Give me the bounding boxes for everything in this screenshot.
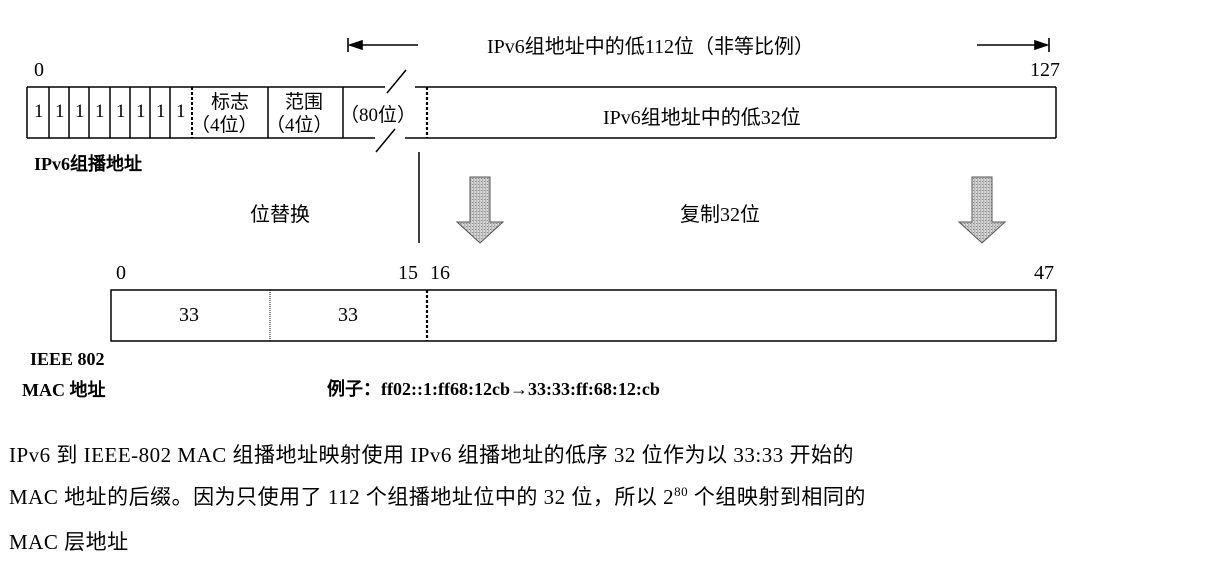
ipv6-low32-label: IPv6组地址中的低32位 [603,107,801,129]
caption-line-2-end: 个组映射到相同的 [688,485,866,509]
scope-field-size: （4位） [266,115,333,136]
caption-line-2: MAC 地址的后缀。因为只使用了 112 个组播地址位中的 32 位，所以 28… [9,481,866,511]
top-range-label: IPv6组地址中的低112位（非等比例） [487,36,815,58]
down-arrow-left-icon [455,176,505,244]
ipv6-bit-end: 127 [1030,59,1060,81]
ipv6-bit-one: 1 [75,101,85,122]
flags-field-title: 标志 [211,92,250,113]
gap-field-label: （80位） [340,105,417,126]
mac-bit-start: 0 [116,262,126,284]
mac-label-line1: IEEE 802 [30,349,105,369]
scope-field-title: 范围 [285,92,324,113]
ipv6-bit-start: 0 [34,59,44,81]
flags-field-size: （4位） [191,115,258,136]
example-text: 例子：ff02::1:ff68:12cb→33:33:ff:68:12:cb [327,379,660,399]
ipv6-bit-one: 1 [156,101,166,122]
ipv6-bit-one: 1 [55,101,65,122]
caption-line-3: MAC 层地址 [9,530,129,554]
ipv6-address-box [26,86,1057,139]
down-arrow-right-icon [957,176,1007,244]
caption-line-1: IPv6 到 IEEE-802 MAC 组播地址映射使用 IPv6 组播地址的低… [9,443,854,467]
ipv6-bit-one: 1 [95,101,105,122]
ipv6-bit-one: 1 [34,101,44,122]
mac-address-box [110,289,1057,342]
caption-line-2-start: MAC 地址的后缀。因为只使用了 112 个组播地址位中的 32 位，所以 2 [9,485,675,509]
ipv6-bit-one: 1 [116,101,126,122]
ipv6-bit-one: 1 [136,101,146,122]
ipv6-bit-one: 1 [176,101,186,122]
mac-label-line2: MAC 地址 [22,380,106,400]
mac-bit-16: 16 [430,262,450,284]
range-arrow-right [977,38,1050,52]
mac-field-33-second: 33 [338,304,358,326]
mac-field-33-first: 33 [179,304,199,326]
ipv6-multicast-label: IPv6组播地址 [34,154,142,174]
bit-replace-label: 位替换 [250,204,310,226]
break-mark [375,69,407,153]
mac-bit-15: 15 [398,262,418,284]
copy-32-bits-label: 复制32位 [680,204,760,226]
caption-exponent: 80 [674,484,689,499]
mac-bit-end: 47 [1034,262,1054,284]
range-arrow-left [347,38,418,52]
